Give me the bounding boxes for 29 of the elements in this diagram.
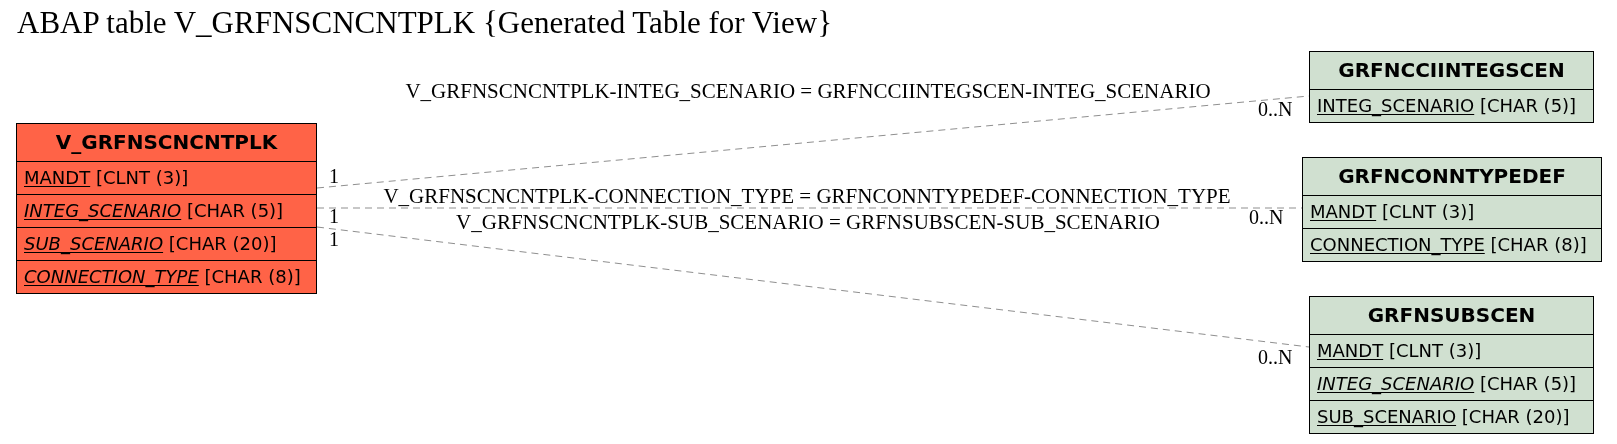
cardinality-label: 0..N — [1258, 349, 1293, 365]
table-field: SUB_SCENARIO [CHAR (20)] — [17, 227, 316, 260]
table-field: INTEG_SCENARIO [CHAR (5)] — [1310, 367, 1593, 400]
table-field: INTEG_SCENARIO [CHAR (5)] — [17, 194, 316, 227]
table-field: MANDT [CLNT (3)] — [1303, 195, 1601, 228]
table-name: V_GRFNSCNCNTPLK — [54, 129, 279, 156]
table-name: GRFNCONNTYPEDEF — [1337, 163, 1567, 190]
table-field: MANDT [CLNT (3)] — [17, 161, 316, 194]
cardinality-label: 1 — [329, 209, 339, 224]
table-field: CONNECTION_TYPE [CHAR (8)] — [1303, 228, 1601, 261]
edge-label: V_GRFNSCNCNTPLK-SUB_SCENARIO = GRFNSUBSCEN-SUB_SCENARIO — [456, 212, 1160, 233]
cardinality-label: 0..N — [1249, 210, 1284, 225]
entity-table — [1309, 296, 1594, 434]
entity-table — [16, 123, 317, 294]
entity-table — [1309, 51, 1594, 123]
diagram-title: ABAP table V_GRFNSCNCNTPLK {Generated Table for View} — [17, 5, 832, 41]
edge-label: V_GRFNSCNCNTPLK-INTEG_SCENARIO = GRFNCCIINTEGSCEN-INTEG_SCENARIO — [405, 81, 1211, 102]
relationship-line — [316, 226, 1310, 348]
table-name: GRFNCCIINTEGSCEN — [1337, 57, 1566, 84]
table-field: MANDT [CLNT (3)] — [1310, 334, 1593, 367]
table-field: INTEG_SCENARIO [CHAR (5)] — [1310, 89, 1593, 122]
entity-table — [1302, 157, 1602, 262]
table-field: SUB_SCENARIO [CHAR (20)] — [1310, 400, 1593, 433]
cardinality-label: 1 — [329, 169, 339, 184]
table-field: CONNECTION_TYPE [CHAR (8)] — [17, 260, 316, 293]
cardinality-label: 1 — [329, 231, 339, 247]
edge-label: V_GRFNSCNCNTPLK-CONNECTION_TYPE = GRFNCONNTYPEDEF-CONNECTION_TYPE — [383, 186, 1231, 207]
cardinality-label: 0..N — [1258, 102, 1293, 117]
table-name: GRFNSUBSCEN — [1366, 302, 1537, 329]
